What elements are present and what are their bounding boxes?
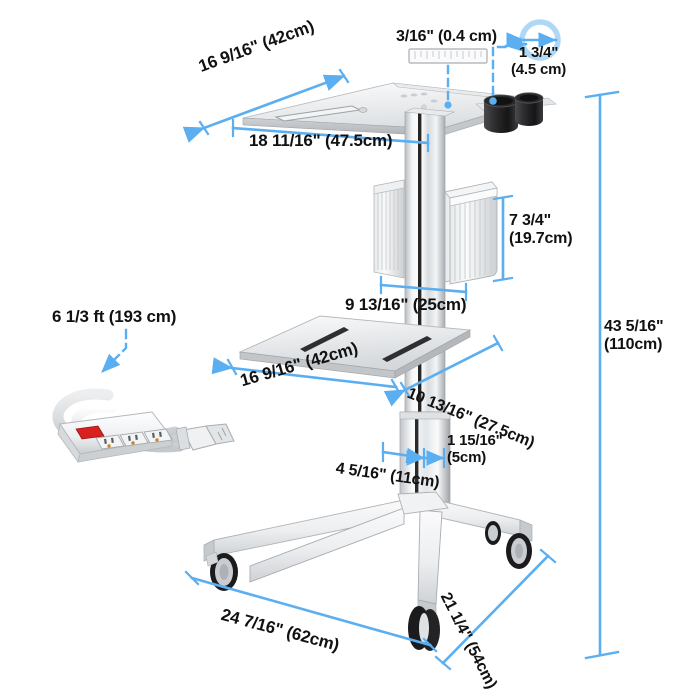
dim-total-height	[584, 90, 620, 660]
dim-tray-width	[231, 118, 430, 153]
dim-tray-depth	[182, 68, 350, 143]
power-strip-3-outlet	[52, 388, 235, 463]
label-column-thickness-metric: (5cm)	[447, 448, 487, 466]
label-tray-width: 18 11/16" (47.5cm)	[249, 131, 393, 150]
label-total-height-imperial: 43 5/16"	[604, 318, 664, 335]
mid-shelf	[238, 315, 472, 379]
label-total-height: 43 5/16" (110cm)	[604, 318, 664, 354]
dim-basket-span	[379, 275, 468, 302]
storage-basket-front	[444, 181, 498, 285]
dim-cord-length	[100, 328, 128, 374]
label-total-height-metric: (110cm)	[604, 335, 663, 353]
dim-cup-holder	[489, 19, 561, 105]
label-basket-height-imperial: 7 3/4"	[509, 212, 551, 229]
label-cup-holder-imperial: 1 3/4"	[518, 44, 559, 61]
label-basket-span: 9 13/16" (25cm)	[345, 295, 467, 314]
power-plug	[175, 423, 235, 451]
thickness-ruler-scale	[408, 48, 488, 64]
dim-column-thickness	[406, 447, 446, 469]
label-basket-height-metric: (19.7cm)	[509, 229, 573, 247]
label-cup-holder-diameter: 1 3/4" (4.5 cm)	[511, 44, 567, 79]
label-basket-height: 7 3/4" (19.7cm)	[509, 212, 573, 248]
dim-base-depth	[434, 548, 557, 671]
label-cup-holder-metric: (4.5 cm)	[511, 60, 567, 78]
label-column-thickness: 1 15/16" (5cm)	[447, 432, 503, 467]
storage-basket-rear	[373, 179, 405, 279]
caster-wheels	[205, 521, 532, 651]
dim-tray-thickness	[444, 64, 452, 109]
label-power-cord-length: 6 1/3 ft (193 cm)	[52, 307, 177, 326]
dim-shelf-depth	[383, 334, 504, 407]
dim-basket-height	[492, 194, 514, 283]
dim-column-width	[381, 441, 426, 464]
dim-base-width	[184, 570, 438, 653]
label-column-thickness-imperial: 1 15/16"	[447, 432, 503, 449]
label-tray-thickness: 3/16" (0.4 cm)	[396, 28, 497, 45]
